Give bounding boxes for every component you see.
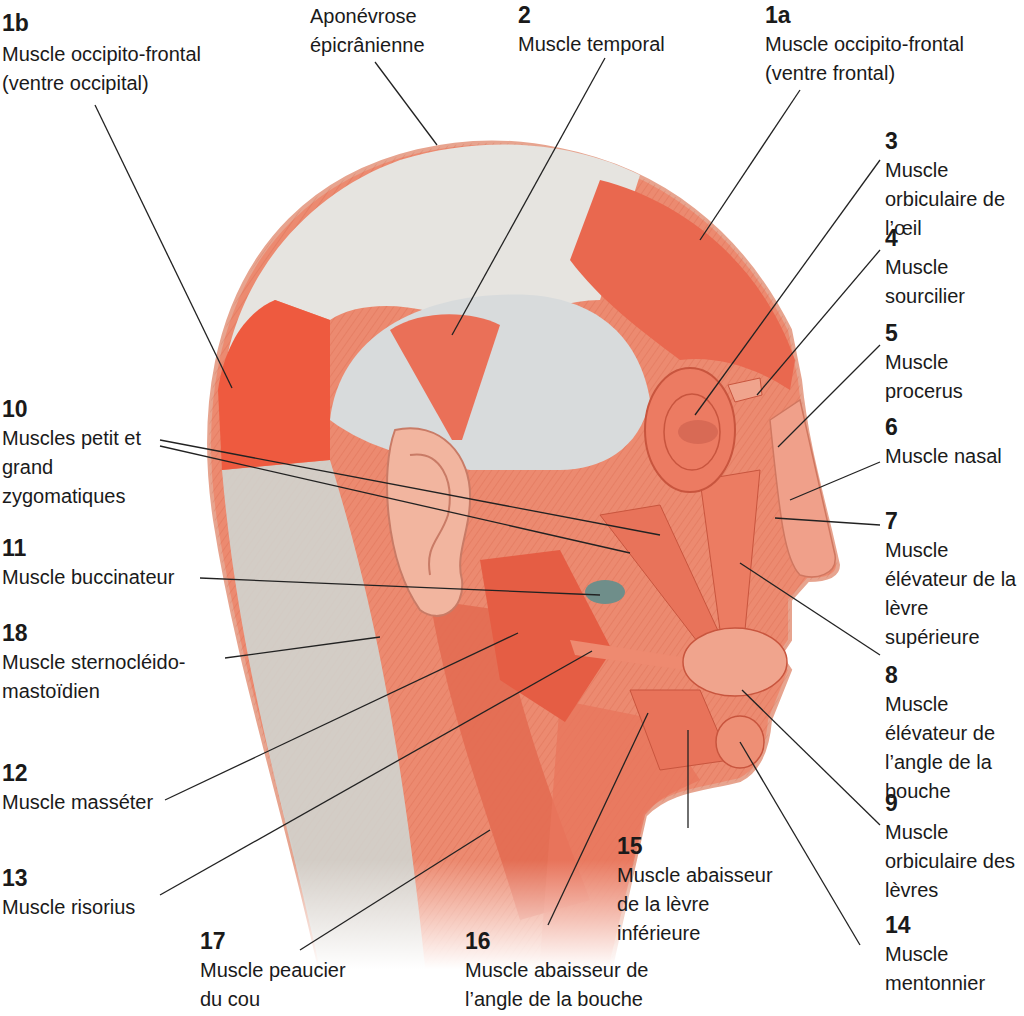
muscle-label: Muscle abaisseur de l’angle de la bouche [465, 956, 700, 1014]
callout-number: 2 [518, 2, 531, 28]
muscle-label: Muscle risorius [2, 893, 262, 922]
risorius [570, 640, 700, 672]
callout-number: 11 [2, 535, 26, 561]
leader-line [695, 160, 880, 415]
head [0, 143, 1024, 1016]
callout-number: 1b [2, 10, 29, 36]
callout-number: 10 [2, 396, 28, 422]
callout-number: 15 [617, 833, 643, 859]
leader-line [165, 633, 518, 800]
muscle-label: Muscle élévateur de la lèvre supérieure [885, 536, 1020, 652]
callout-number: 17 [200, 928, 226, 954]
leader-line [200, 578, 600, 595]
muscle-label: Muscle occipito-frontal (ventre occipita… [2, 40, 262, 98]
levator-labii [700, 470, 760, 630]
frontal-belly [570, 180, 795, 390]
leader-line [225, 637, 380, 658]
muscle-label: Muscle masséter [2, 788, 262, 817]
nose [770, 400, 835, 577]
muscle-label: Muscle buccinateur [2, 563, 262, 592]
muscle-label: Muscle occipito-frontal (ventre frontal) [765, 30, 1015, 88]
muscle-label: Aponévrose épicrânienne [310, 2, 440, 60]
muscle-label: Muscle procerus [885, 348, 1020, 406]
orbicularis-oculi-inner [664, 394, 720, 470]
muscle-label: Muscle orbiculaire de l’œil [885, 156, 1020, 243]
callout-number: 18 [2, 620, 28, 646]
leader-line [775, 518, 880, 525]
callout-number: 7 [885, 508, 898, 534]
leader-line [790, 462, 880, 500]
orbicularis-oris [683, 628, 787, 696]
depressor-muscles [630, 690, 730, 770]
muscle-label: Muscle orbiculaire des lèvres [885, 818, 1020, 905]
callout-number: 5 [885, 320, 898, 346]
leader-line [700, 90, 800, 240]
callout-number: 8 [885, 662, 898, 688]
muscle-label: Muscle abaisseur de la lèvre inférieure [617, 861, 797, 948]
muscle-label: Muscle nasal [885, 442, 1020, 471]
buccinator [585, 580, 625, 604]
muscle-label: Muscle temporal [518, 30, 738, 59]
occipital-belly [218, 300, 330, 470]
temporal-fascia [330, 295, 650, 470]
muscle-label: Muscle sternocléido-mastoïdien [2, 648, 217, 706]
callout-number: 14 [885, 912, 911, 938]
corrugator [728, 378, 762, 402]
zygomaticus [600, 505, 720, 645]
callout-number: 3 [885, 128, 898, 154]
leader-line [740, 742, 860, 945]
callout-number: 6 [885, 414, 898, 440]
muscle-label: Muscle peaucier du cou [200, 956, 365, 1014]
ear-inner [410, 454, 450, 575]
muscle-label: Muscle sourcilier [885, 253, 1020, 311]
eye [678, 420, 718, 444]
leader-line [740, 563, 880, 655]
leader-line [160, 446, 630, 553]
callout-number: 9 [885, 790, 898, 816]
leader-line [160, 651, 592, 895]
temporal-muscle [390, 314, 500, 440]
callout-number: 4 [885, 225, 898, 251]
callout-number: 12 [2, 760, 28, 786]
leader-line [778, 345, 880, 447]
leader-line [757, 250, 880, 395]
masseter [480, 550, 612, 722]
callout-number: 16 [465, 928, 491, 954]
muscle-label: Muscle élévateur de l’angle de la bouche [885, 690, 1020, 806]
neck-fade [0, 860, 1024, 1016]
orbicularis-oculi [645, 368, 735, 492]
callout-number: 13 [2, 865, 28, 891]
muscle-label: Muscles petit et grand zygomatiques [2, 424, 152, 511]
leader-line [687, 730, 688, 828]
leader-line [95, 105, 232, 388]
leader-line [300, 830, 490, 950]
leader-line [375, 62, 437, 145]
muscle-label: Muscle mentonnier [885, 940, 1020, 998]
leader-line [452, 58, 605, 335]
callout-number: 1a [765, 2, 791, 28]
leader-lines [95, 58, 880, 950]
leader-line [160, 440, 660, 535]
leader-line [742, 690, 880, 825]
